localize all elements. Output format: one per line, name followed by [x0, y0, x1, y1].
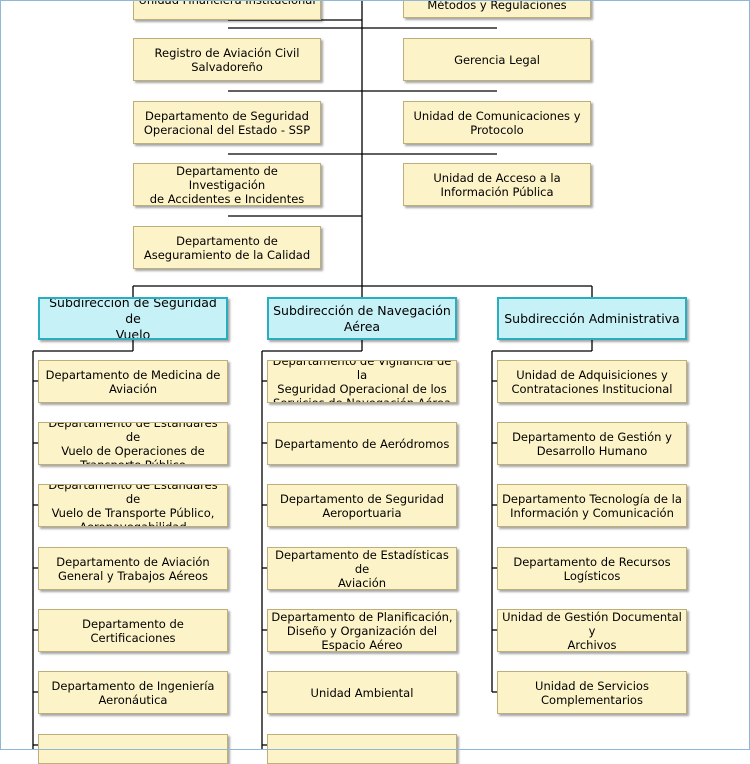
- box-aviacion-general: Departamento de Aviación General y Traba…: [38, 547, 228, 590]
- box-aerodromos: Departamento de Aeródromos: [267, 422, 457, 465]
- box-gestion-desarrollo-humano: Departamento de Gestión y Desarrollo Hum…: [497, 422, 687, 465]
- box-unidad-financiera: Unidad Financiera Institucional: [133, 0, 321, 20]
- box-estandares-transporte-publico: Departamento de Estándares de Vuelo de O…: [38, 422, 228, 465]
- box-servicios-complementarios: Unidad de Servicios Complementarios: [497, 671, 687, 714]
- box-investigacion-accidentes: Departamento de Investigación de Acciden…: [133, 163, 321, 206]
- box-subdireccion-navegacion-aerea: Subdirección de Navegación Aérea: [267, 297, 457, 340]
- box-metodos-regulaciones: Métodos y Regulaciones: [403, 0, 591, 18]
- box-estadisticas-aviacion: Departamento de Estadísticas de Aviación: [267, 547, 457, 590]
- box-recursos-logisticos: Departamento de Recursos Logísticos: [497, 547, 687, 590]
- box-vigilancia-navegacion: Departamento de Vigilancia de la Segurid…: [267, 360, 457, 403]
- box-gerencia-legal: Gerencia Legal: [403, 38, 591, 81]
- box-subdireccion-administrativa: Subdirección Administrativa: [497, 297, 687, 340]
- box-planificacion-espacio-aereo: Departamento de Planificación, Diseño y …: [267, 609, 457, 652]
- box-certificaciones: Departamento de Certificaciones: [38, 609, 228, 652]
- box-seguridad-aeroportuaria: Departamento de Seguridad Aeroportuaria: [267, 484, 457, 527]
- box-seguridad-operacional-estado: Departamento de Seguridad Operacional de…: [133, 101, 321, 144]
- box-acceso-informacion: Unidad de Acceso a la Información Públic…: [403, 163, 591, 206]
- box-navegacion-extra: [267, 734, 457, 764]
- box-subdireccion-seguridad-vuelo: Subdirección de Seguridad de Vuelo: [38, 297, 228, 340]
- box-seguridad-vuelo-extra: [38, 734, 228, 764]
- box-registro-aviacion-civil: Registro de Aviación Civil Salvadoreño: [133, 38, 321, 81]
- box-unidad-ambiental: Unidad Ambiental: [267, 671, 457, 714]
- box-comunicaciones-protocolo: Unidad de Comunicaciones y Protocolo: [403, 101, 591, 144]
- box-estandares-aeronavegabilidad: Departamento de Estándares de Vuelo de T…: [38, 484, 228, 527]
- box-aseguramiento-calidad: Departamento de Aseguramiento de la Cali…: [133, 226, 321, 269]
- box-tecnologia-informacion: Departamento Tecnología de la Informació…: [497, 484, 687, 527]
- box-medicina-aviacion: Departamento de Medicina de Aviación: [38, 360, 228, 403]
- box-adquisiciones: Unidad de Adquisiciones y Contrataciones…: [497, 360, 687, 403]
- box-gestion-documental: Unidad de Gestión Documental y Archivos: [497, 609, 687, 652]
- box-ingenieria-aeronautica: Departamento de Ingeniería Aeronáutica: [38, 671, 228, 714]
